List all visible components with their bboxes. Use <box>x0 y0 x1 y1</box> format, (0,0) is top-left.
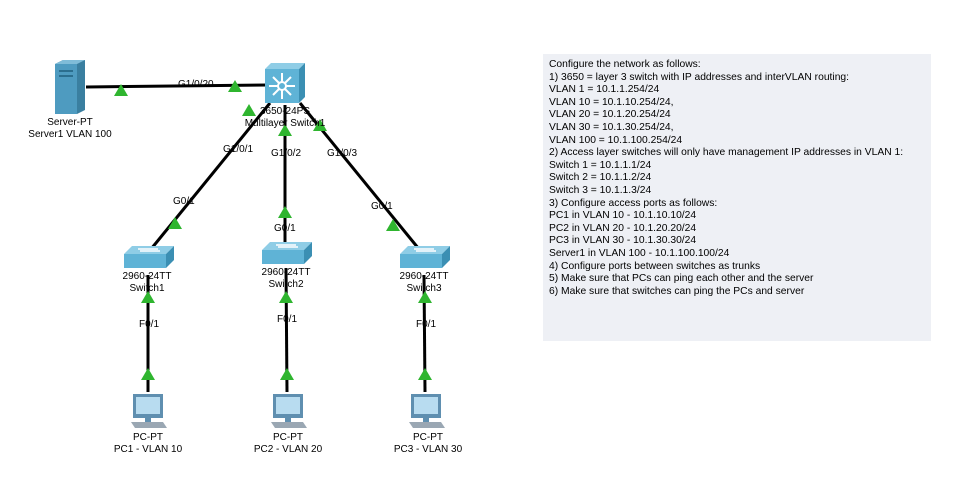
note-line: Switch 1 = 10.1.1.1/24 <box>549 159 652 171</box>
note-line: 1) 3650 = layer 3 switch with IP address… <box>549 71 850 83</box>
port-label-mls-switch2: G1/0/2 <box>271 148 302 159</box>
note-line: 6) Make sure that switches can ping the … <box>549 285 805 297</box>
pc1-model-label: PC-PT <box>133 432 163 443</box>
switch1[interactable] <box>124 246 174 268</box>
link-server-mls[interactable] <box>85 83 269 89</box>
link-status-up-icon <box>418 291 432 303</box>
link-status-up-icon <box>280 368 294 380</box>
switch1-model-label: 2960-24TT <box>122 271 172 282</box>
switch2[interactable] <box>262 242 312 264</box>
pc-icon <box>409 394 445 428</box>
link-status-up-icon <box>114 84 128 96</box>
pc1[interactable] <box>131 394 169 430</box>
link-status-up-icon <box>228 80 242 92</box>
instructions-note[interactable]: Configure the network as follows: 1) 365… <box>543 54 931 341</box>
multilayer-switch1[interactable] <box>265 63 305 103</box>
note-line: 4) Configure ports between switches as t… <box>549 260 761 272</box>
link-status-up-icon <box>278 206 292 218</box>
switch2-name-label: Switch2 <box>268 279 304 290</box>
port-label-mls-switch3: G1/0/3 <box>327 148 358 159</box>
pc3-name-label: PC3 - VLAN 30 <box>393 444 463 455</box>
note-line: VLAN 20 = 10.1.20.254/24 <box>549 109 671 121</box>
link-status-up-icon <box>418 368 432 380</box>
note-line: PC3 in VLAN 30 - 10.1.30.30/24 <box>549 235 697 247</box>
server1[interactable] <box>55 60 85 114</box>
link-status-up-icon <box>242 104 256 116</box>
pc1-name-label: PC1 - VLAN 10 <box>113 444 183 455</box>
switch2-model-label: 2960-24TT <box>261 267 311 278</box>
switch-icon <box>262 242 312 264</box>
port-label-switch3-pc3: F0/1 <box>416 319 437 330</box>
mls-model-label: 3650-24PS <box>259 106 311 117</box>
note-line: Configure the network as follows: <box>549 59 701 70</box>
note-line: VLAN 1 = 10.1.1.254/24 <box>549 84 660 96</box>
switch-icon <box>400 246 450 268</box>
server1-name-label: Server1 VLAN 100 <box>28 129 112 140</box>
pc-icon <box>131 394 167 428</box>
pc2-model-label: PC-PT <box>273 432 303 443</box>
note-line: PC2 in VLAN 20 - 10.1.20.20/24 <box>549 222 697 234</box>
link-status-up-icon <box>141 291 155 303</box>
switch3-name-label: Switch3 <box>406 283 442 294</box>
pc2-name-label: PC2 - VLAN 20 <box>253 444 323 455</box>
link-status-up-icon <box>313 119 327 131</box>
pc-icon <box>271 394 307 428</box>
link-status-up-icon <box>141 368 155 380</box>
note-line: Switch 2 = 10.1.1.2/24 <box>549 172 652 184</box>
port-label-switch1-uplink: G0/1 <box>173 196 195 207</box>
port-label-switch2-pc2: F0/1 <box>277 314 298 325</box>
pc3-model-label: PC-PT <box>413 432 443 443</box>
note-line: 2) Access layer switches will only have … <box>549 147 904 159</box>
link-status-up-icon <box>278 124 292 136</box>
multilayer-switch-icon <box>265 63 305 103</box>
port-label-mls-switch1: G1/0/1 <box>223 144 254 155</box>
link-status-up-icon <box>168 217 182 229</box>
switch3[interactable] <box>400 246 450 268</box>
note-line: 5) Make sure that PCs can ping each othe… <box>549 273 814 285</box>
port-label-mls-server: G1/0/20 <box>178 79 214 90</box>
pc3[interactable] <box>409 394 447 430</box>
port-label-switch1-pc1: F0/1 <box>139 319 160 330</box>
link-status-up-icon <box>386 219 400 231</box>
note-line: VLAN 100 = 10.1.100.254/24 <box>549 134 683 146</box>
link-mls-switch1[interactable] <box>145 102 272 255</box>
note-line: 3) Configure access ports as follows: <box>549 197 718 209</box>
note-line: VLAN 30 = 10.1.30.254/24, <box>549 121 674 133</box>
switch1-name-label: Switch1 <box>129 283 165 294</box>
server1-model-label: Server-PT <box>47 117 93 128</box>
port-label-switch3-uplink: G0/1 <box>371 201 393 212</box>
mls-name-label: Multilayer Switch1 <box>244 118 326 129</box>
note-line: Server1 in VLAN 100 - 10.1.100.100/24 <box>549 247 730 259</box>
link-status-up-icon <box>279 291 293 303</box>
switch3-model-label: 2960-24TT <box>399 271 449 282</box>
server-icon <box>55 60 85 114</box>
note-line: Switch 3 = 10.1.1.3/24 <box>549 184 652 196</box>
pc2[interactable] <box>271 394 309 430</box>
port-label-switch2-uplink: G0/1 <box>274 223 296 234</box>
note-line: PC1 in VLAN 10 - 10.1.10.10/24 <box>549 210 697 222</box>
note-line: VLAN 10 = 10.1.10.254/24, <box>549 96 674 108</box>
switch-icon <box>124 246 174 268</box>
